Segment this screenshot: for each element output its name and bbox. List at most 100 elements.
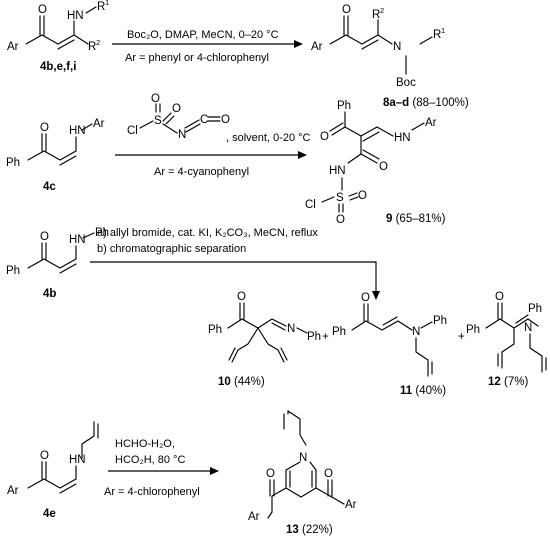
product-13-left-aryl-label: Ar — [248, 511, 260, 523]
product-9-yield: (65–81%) — [392, 213, 445, 225]
reaction-4: O Ar HN 4e HCHO-H₂O, HCO₂H, 80 °C Ar = 4… — [7, 410, 357, 536]
product-label-13: 13 (22%) — [286, 524, 333, 536]
plus-sign-2: + — [458, 331, 465, 343]
conditions-2-suffix: , solvent, 0-20 °C — [226, 132, 311, 144]
product-label-10: 10 (44%) — [218, 376, 265, 388]
reagent-oxygen-right-label: O — [172, 103, 181, 115]
product-9-sulfonyl-oxygen-bottom-label: O — [336, 214, 345, 226]
4c-phenyl-label: Ph — [6, 157, 20, 169]
product-10-yield: (44%) — [231, 376, 265, 388]
product-8-r2-superscript: 2 — [380, 6, 384, 15]
enaminone-4befi: O Ar HN R 1 R 2 4b,e,f,i — [7, 0, 109, 73]
product-12-nitrogen-label: N — [524, 322, 532, 334]
product-10: Ph O N Ph 10 (44%) — [208, 291, 321, 388]
product-11-oxygen-label: O — [361, 292, 370, 304]
conditions-4-bottom: Ar = 4-chlorophenyl — [104, 486, 200, 498]
conditions-1-top: Boc₂O, DMAP, MeCN, 0–20 °C — [127, 29, 279, 41]
product-9-aryl-label: Ar — [425, 117, 437, 129]
reaction-arrow-3 — [90, 261, 377, 291]
4b-phenyl-label: Ph — [6, 265, 20, 277]
r2-label: R — [88, 41, 96, 53]
enaminone-4e: O Ar HN 4e — [7, 421, 99, 520]
conditions-3-step-a: a) allyl bromide, cat. KI, K₂CO₃, MeCN, … — [97, 227, 318, 239]
4c-aryl-label: Ar — [93, 118, 105, 130]
enaminone-4b: O Ph HN Ph 4b — [6, 227, 109, 300]
aryl-label: Ar — [7, 41, 19, 53]
reaction-3: O Ph HN Ph 4b a) allyl bromide, cat. KI,… — [6, 227, 547, 397]
reagent-oxygen-terminal-label: O — [221, 114, 230, 126]
product-13-right-oxygen-label: O — [324, 468, 333, 480]
product-8-r1-superscript: 1 — [441, 26, 445, 35]
product-13: N O Ar O Ar 13 (22%) — [248, 410, 357, 536]
carbonyl-oxygen-label: O — [38, 4, 47, 16]
r1-superscript: 1 — [105, 0, 109, 7]
product-11-phenyl-n-label: Ph — [433, 315, 447, 327]
4b-phenyl-n-label: Ph — [95, 227, 109, 239]
product-label-12: 12 (7%) — [488, 376, 528, 388]
product-9-chlorine-label: Cl — [305, 199, 316, 211]
product-9-amide-nh-label: HN — [329, 165, 346, 177]
product-13-yield: (22%) — [299, 524, 333, 536]
enaminone-4c: O Ph HN Ar 4c — [6, 118, 105, 193]
product-9-sulfur-label: S — [336, 192, 344, 204]
compound-label-4e: 4e — [43, 508, 56, 520]
chlorosulfonyl-isocyanate: Cl S O O N C O , solvent, 0-20 °C — [127, 93, 311, 144]
reagent-oxygen-top-label: O — [151, 93, 160, 105]
product-8-aryl-label: Ar — [311, 41, 323, 53]
product-10-phenyl-label: Ph — [208, 324, 222, 336]
reagent-nitrogen-label: N — [178, 129, 186, 141]
product-8-number: 8a–d — [383, 97, 409, 109]
conditions-1-bottom: Ar = phenyl or 4-chlorophenyl — [125, 52, 269, 64]
conditions-2-bottom: Ar = 4-cyanophenyl — [154, 166, 249, 178]
product-label-8ad: 8a–d (88–100%) — [383, 97, 469, 109]
product-13-left-oxygen-label: O — [266, 468, 275, 480]
product-11-nitrogen-label: N — [412, 326, 420, 338]
compound-label-4c: 4c — [43, 181, 56, 193]
product-11-yield: (40%) — [412, 385, 446, 397]
r1-label: R — [97, 1, 105, 13]
product-12-number: 12 — [488, 376, 501, 388]
reagent-chlorine-label: Cl — [127, 125, 138, 137]
product-13-right-aryl-label: Ar — [345, 499, 357, 511]
product-13-nitrogen-label: N — [299, 452, 307, 464]
compound-label-4befi: 4b,e,f,i — [40, 61, 76, 73]
4e-amine-label: HN — [69, 454, 86, 466]
product-12-yield: (7%) — [501, 376, 529, 388]
product-8-r1-label: R — [433, 29, 441, 41]
reagent-carbon-label: C — [200, 114, 208, 126]
plus-sign-1: + — [322, 331, 329, 343]
reagent-sulfur-label: S — [154, 115, 162, 127]
product-8-yield: (88–100%) — [409, 97, 469, 109]
conditions-4-line2: HCO₂H, 80 °C — [115, 454, 185, 466]
product-9-benzoyl-oxygen-label: O — [320, 131, 329, 143]
product-10-number: 10 — [218, 376, 231, 388]
product-10-oxygen-label: O — [237, 291, 246, 303]
4e-aryl-label: Ar — [7, 485, 19, 497]
product-10-nitrogen-label: N — [287, 323, 295, 335]
product-12: Ph O N Ph 12 (7%) — [466, 291, 547, 388]
amine-hn-label: HN — [67, 10, 84, 22]
4b-amine-label: HN — [69, 234, 86, 246]
reaction-1: O Ar HN R 1 R 2 4b,e,f,i Boc₂O, DMAP, Me… — [7, 0, 469, 109]
product-label-9: 9 (65–81%) — [386, 213, 446, 225]
compound-label-4b: 4b — [43, 288, 56, 300]
product-9-nh-label: HN — [394, 132, 411, 144]
product-9-number: 9 — [386, 213, 392, 225]
product-13-number: 13 — [286, 524, 299, 536]
product-9-amide-oxygen-label: O — [379, 161, 388, 173]
product-8-r2-label: R — [372, 9, 380, 21]
reaction-2: O Ph HN Ar 4c Cl S O O N C O , solvent, … — [6, 93, 446, 226]
4b-oxygen-label: O — [40, 231, 49, 243]
product-11-phenyl-label: Ph — [332, 326, 346, 338]
product-9-sulfonyl-oxygen-right-label: O — [358, 190, 367, 202]
4c-amine-label: HN — [69, 125, 86, 137]
product-label-11: 11 (40%) — [400, 385, 446, 397]
arrow-head-3 — [372, 291, 380, 300]
4c-oxygen-label: O — [40, 122, 49, 134]
product-12-phenyl-label: Ph — [466, 324, 480, 336]
product-8ad: O Ar R 2 N R 1 Boc 8a–d (88–100%) — [311, 4, 469, 109]
product-11-number: 11 — [400, 385, 413, 397]
r2-superscript: 2 — [96, 38, 100, 47]
product-9: Ph O HN Ar O HN S Cl O O 9 (65–81%) — [305, 100, 446, 226]
product-12-phenyl-n-label: Ph — [528, 303, 542, 315]
